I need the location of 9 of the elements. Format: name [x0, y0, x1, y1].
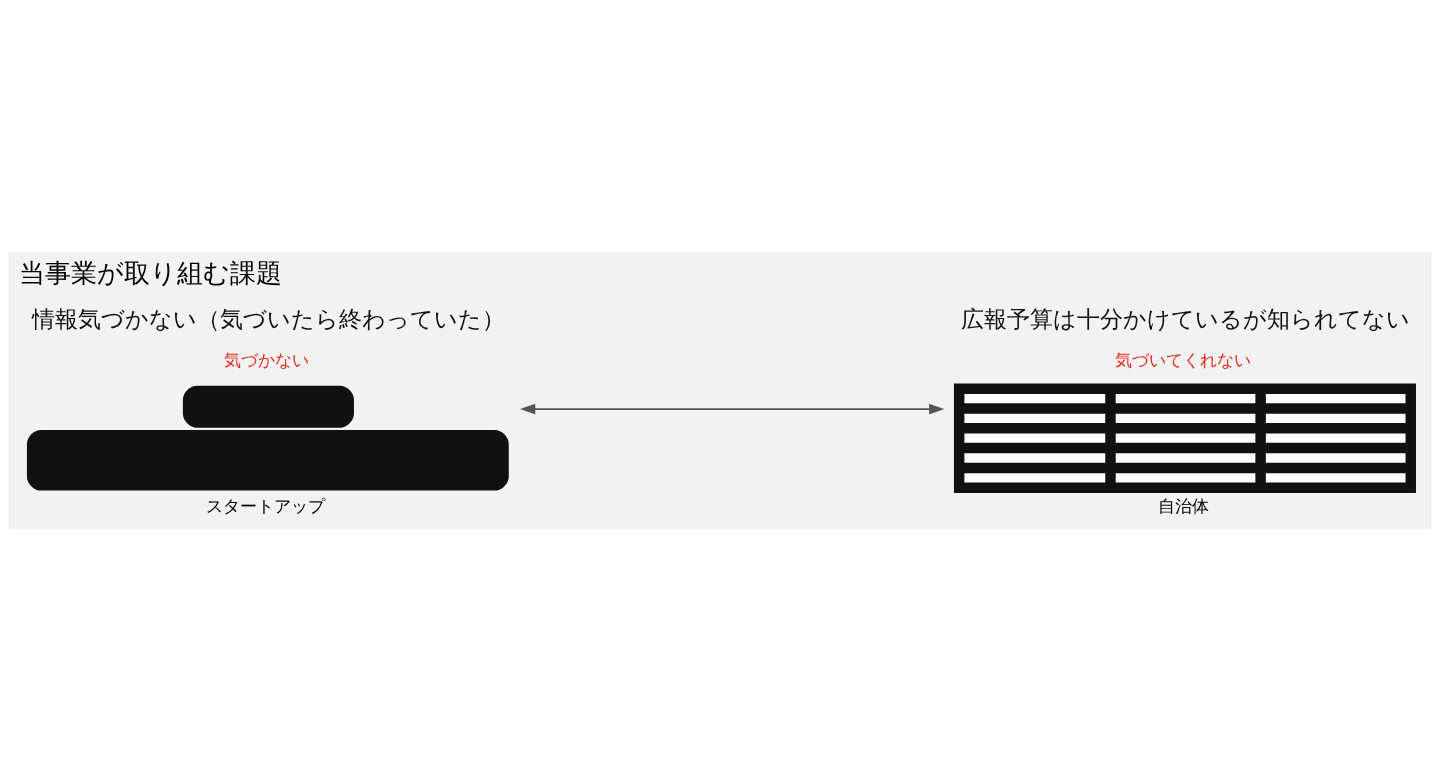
diagram-title: 当事業が取り組む課題: [18, 257, 282, 288]
node-label: 広報予算は十分かけているが知られてない: [960, 304, 1410, 332]
node-box: [953, 383, 1416, 493]
node-label: 情報気づかない（気づいたら終わっていた）: [31, 304, 505, 332]
node-label: スタートアップ: [206, 495, 326, 516]
node-label: 気づかない: [223, 350, 309, 371]
arrow: [520, 403, 945, 415]
node-label: 気づいてくれない: [1114, 350, 1251, 371]
node-label: 自治体: [1158, 495, 1210, 516]
